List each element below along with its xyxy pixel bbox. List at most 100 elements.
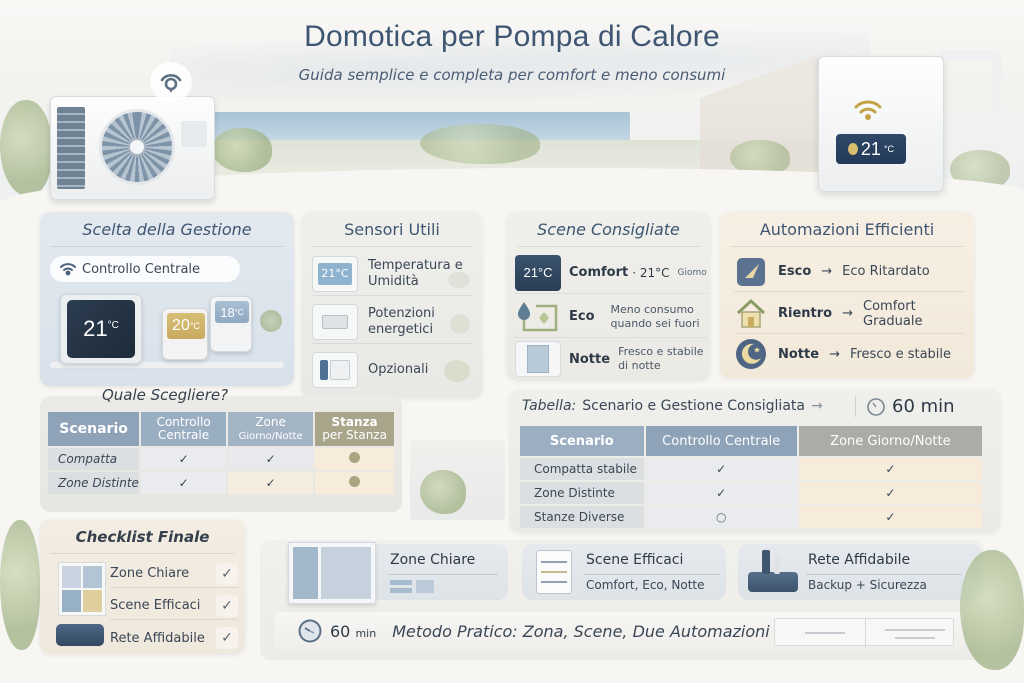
leave-home-icon [734, 255, 768, 289]
moon-icon [734, 337, 768, 371]
check-icon: ✓ [228, 448, 314, 470]
automation-item-rientro[interactable]: Rientro → Comfort Graduale [734, 294, 964, 334]
method-text: Metodo Pratico: Zona, Scene, Due Automaz… [392, 621, 770, 641]
energy-meter-icon [312, 303, 358, 340]
check-icon: ✓ [645, 482, 797, 504]
night-panel-icon [515, 341, 561, 377]
check-icon[interactable]: ✓ [216, 627, 238, 649]
check-icon: ✓ [798, 458, 982, 480]
eco-drop-icon [515, 299, 561, 335]
page-subtitle: Guida semplice e completa per comfort e … [298, 66, 726, 84]
card-scelta-gestione: Scelta della Gestione Controllo Centrale… [40, 212, 294, 386]
sensor-item[interactable]: Potenzioni energetici [312, 300, 472, 344]
plant-icon [420, 470, 466, 514]
clock-icon [298, 619, 322, 643]
checklist-item[interactable]: Zone Chiare ✓ [110, 560, 238, 588]
optional-sensor-icon [312, 352, 358, 388]
summary-card-scene[interactable]: Scene Efficaci Comfort, Eco, Notte [522, 544, 726, 600]
card-sensori-utili: Sensori Utili 21°C Temperatura e Umidità… [302, 212, 482, 398]
sensor-label: Opzionali [368, 362, 429, 377]
stopwatch-icon [867, 397, 885, 416]
thermostat-main: 21°C [60, 294, 142, 364]
floorplan-icon [288, 542, 376, 604]
checklist-item[interactable]: Rete Affidabile ✓ [110, 624, 238, 652]
automation-item-notte[interactable]: Notte → Fresco e stabile [734, 334, 964, 374]
page-title: Domotica per Pompa di Calore [304, 20, 720, 53]
section-title: Quale Scegliere? [101, 386, 229, 404]
antenna [762, 550, 770, 574]
thermostat-screen: 18°C [215, 301, 249, 323]
col-header-zone: Zone Giorno/Notte [798, 426, 982, 456]
hero-banner: 21°C Domotica per Pompa di Calore Guida … [0, 0, 1024, 210]
automation-item-esco[interactable]: Esco → Eco Ritardato [734, 252, 964, 292]
table-row: Zone Distinte ✓ ✓ [520, 482, 982, 504]
sensor-label: Potenzioni energetici [368, 305, 435, 337]
controllo-centrale-pill[interactable]: Controllo Centrale [50, 256, 240, 282]
table-row: Compatta ✓ ✓ [48, 448, 394, 470]
card-title: Automazioni Efficienti [730, 212, 964, 247]
bush-icon [444, 360, 470, 382]
scene-item-eco[interactable]: Eco Meno consumo quando sei fuori [515, 296, 707, 338]
check-icon[interactable]: ✓ [216, 562, 238, 585]
wifi-icon [160, 74, 182, 93]
sensor-item[interactable]: Opzionali [312, 348, 472, 392]
floorplan-icon [58, 562, 106, 616]
house-icon [734, 297, 768, 331]
bush-illustration [420, 124, 540, 164]
table-row: Stanze Diverse ○ ✓ [520, 506, 982, 528]
card-title: Scene Consigliate [517, 212, 700, 247]
pill-label: Controllo Centrale [82, 261, 201, 277]
table-title: Tabella: Scenario e Gestione Consigliata… [522, 398, 823, 414]
col-header-controllo: Controllo Centrale [645, 426, 797, 456]
summary-card-rete[interactable]: Rete Affidabile Backup + Sicurezza [738, 544, 982, 600]
check-icon: ✓ [141, 448, 227, 470]
check-icon: ✓ [798, 506, 982, 528]
wifi-icon [60, 263, 76, 276]
thermometer-sensor-icon: 21°C [312, 255, 358, 292]
card-tabella-scenario: Tabella: Scenario e Gestione Consigliata… [510, 390, 1000, 532]
table-row: Compatta stabile ✓ ✓ [520, 458, 982, 480]
card-automazioni-efficienti: Automazioni Efficienti Esco → Eco Ritard… [720, 212, 974, 378]
card-title: Checklist Finale [50, 520, 235, 554]
method-bar: 60 min Metodo Pratico: Zona, Scene, Due … [274, 612, 964, 650]
heat-pump-grille [57, 107, 85, 189]
wifi-signal-bubble [150, 62, 192, 102]
table-row: Zone Distinte ✓ ✓ [48, 472, 394, 494]
summary-strip: Zone Chiare Scene Efficaci Comfort, Eco,… [260, 540, 984, 660]
plant-illustration [0, 520, 40, 650]
thermostat-screen: 21°C [67, 300, 135, 358]
check-icon: ✓ [645, 458, 797, 480]
sensor-item[interactable]: 21°C Temperatura e Umidità [312, 252, 472, 296]
check-icon: ✓ [141, 472, 227, 494]
timer-badge: 60 min [855, 396, 955, 417]
dot-icon [315, 448, 394, 470]
circle-icon: ○ [645, 506, 797, 528]
tree-illustration [0, 100, 52, 196]
card-scene-consigliate: Scene Consigliate 21°C Comfort · 21°C Gi… [507, 212, 710, 380]
temperature-display: 21°C [836, 134, 906, 164]
card-checklist-finale: Checklist Finale Zone Chiare ✓ Scene Eff… [40, 520, 245, 654]
scene-item-comfort[interactable]: 21°C Comfort · 21°C Giomo [515, 252, 707, 294]
checklist-item[interactable]: Scene Efficaci ✓ [110, 592, 238, 620]
router-icon [56, 624, 104, 646]
card-title: Sensori Utili [312, 212, 472, 247]
shelf [50, 362, 284, 368]
bush-illustration [212, 128, 272, 172]
thermostat-screen: 20°C [167, 313, 205, 339]
sensor-label: Temperatura e Umidità [368, 257, 463, 289]
cloud-icon [448, 272, 470, 288]
summary-card-zone[interactable]: Zone Chiare [288, 542, 508, 604]
card-title: Scelta della Gestione [50, 212, 284, 247]
check-icon: ✓ [798, 482, 982, 504]
check-icon[interactable]: ✓ [216, 594, 238, 617]
scene-item-notte[interactable]: Notte Fresco e stabile di notte [515, 338, 707, 380]
thermostat-screen-icon: 21°C [515, 254, 561, 291]
dot-icon [315, 472, 394, 494]
water-drop-icon [450, 314, 470, 334]
panel [181, 121, 207, 147]
